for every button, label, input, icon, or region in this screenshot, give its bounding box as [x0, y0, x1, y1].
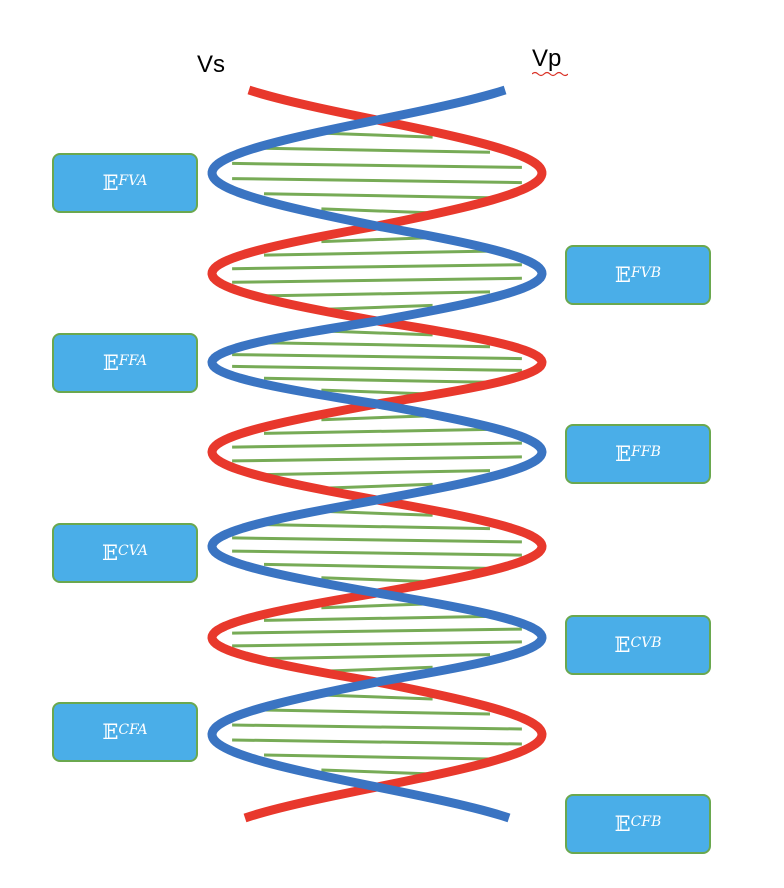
rung-35 [321, 665, 433, 673]
rung-22 [263, 469, 491, 477]
rung-1 [263, 146, 491, 154]
strand-vp [207, 85, 547, 823]
rung-11 [321, 303, 433, 311]
rung-41 [321, 768, 433, 776]
rung-24 [321, 509, 433, 517]
rung-40 [263, 753, 491, 761]
rung-19 [263, 427, 491, 435]
strand-label-vp-text: Vp [532, 45, 562, 72]
rung-4 [263, 192, 491, 200]
box-e-cva-symbol: 𝔼 [102, 541, 119, 565]
box-e-cvb-superscript: CVB [630, 635, 662, 651]
rung-29 [321, 576, 433, 584]
box-e-fva-superscript: FVA [118, 173, 148, 189]
rung-28 [263, 562, 491, 570]
box-e-cfa-symbol: 𝔼 [102, 720, 119, 744]
rung-30 [321, 602, 433, 610]
rung-17 [321, 388, 433, 396]
rung-15 [232, 364, 522, 372]
rung-38 [232, 723, 522, 731]
rung-5 [321, 207, 433, 215]
rung-0 [321, 131, 433, 139]
rung-8 [232, 263, 522, 271]
box-e-ffb-superscript: FFB [631, 444, 661, 460]
rung-13 [263, 341, 491, 349]
rung-33 [232, 640, 522, 648]
rung-21 [232, 455, 522, 463]
rung-37 [263, 708, 491, 716]
rung-14 [232, 353, 522, 361]
rung-23 [321, 482, 433, 490]
box-e-cfa-superscript: CFA [118, 722, 148, 738]
rung-36 [321, 693, 433, 701]
box-e-cva-superscript: CVA [118, 543, 148, 559]
strand-vs [207, 85, 547, 823]
box-e-fva-symbol: 𝔼 [102, 171, 119, 195]
box-e-fvb-symbol: 𝔼 [614, 263, 631, 287]
rung-6 [321, 236, 433, 244]
strand-label-vs-text: Vs [197, 51, 226, 78]
rung-25 [263, 523, 491, 531]
rung-32 [232, 627, 522, 635]
box-e-fvb-superscript: FVB [630, 265, 662, 281]
box-e-ffb-symbol: 𝔼 [615, 442, 632, 466]
rung-18 [321, 414, 433, 422]
rung-10 [263, 290, 491, 298]
box-e-cvb-symbol: 𝔼 [614, 633, 631, 657]
rung-2 [232, 161, 522, 169]
rung-26 [232, 536, 522, 544]
strand-group [207, 85, 547, 823]
rung-20 [232, 441, 522, 449]
rung-7 [263, 249, 491, 257]
box-e-cfb-symbol: 𝔼 [614, 812, 631, 836]
rung-31 [263, 614, 491, 622]
rung-39 [232, 738, 522, 746]
rung-group [232, 131, 522, 776]
rung-12 [321, 329, 433, 337]
strand-label-vs: Vs [197, 51, 225, 79]
rung-34 [263, 653, 491, 661]
rung-9 [232, 276, 522, 284]
spellcheck-squiggle [532, 71, 568, 77]
box-e-ffa-superscript: FFA [118, 353, 148, 369]
box-e-ffa-symbol: 𝔼 [102, 351, 119, 375]
rung-16 [263, 376, 491, 384]
box-e-cfb-superscript: CFB [630, 814, 662, 830]
rung-27 [232, 549, 522, 557]
strand-label-vp: Vp [532, 45, 568, 77]
rung-3 [232, 177, 522, 185]
